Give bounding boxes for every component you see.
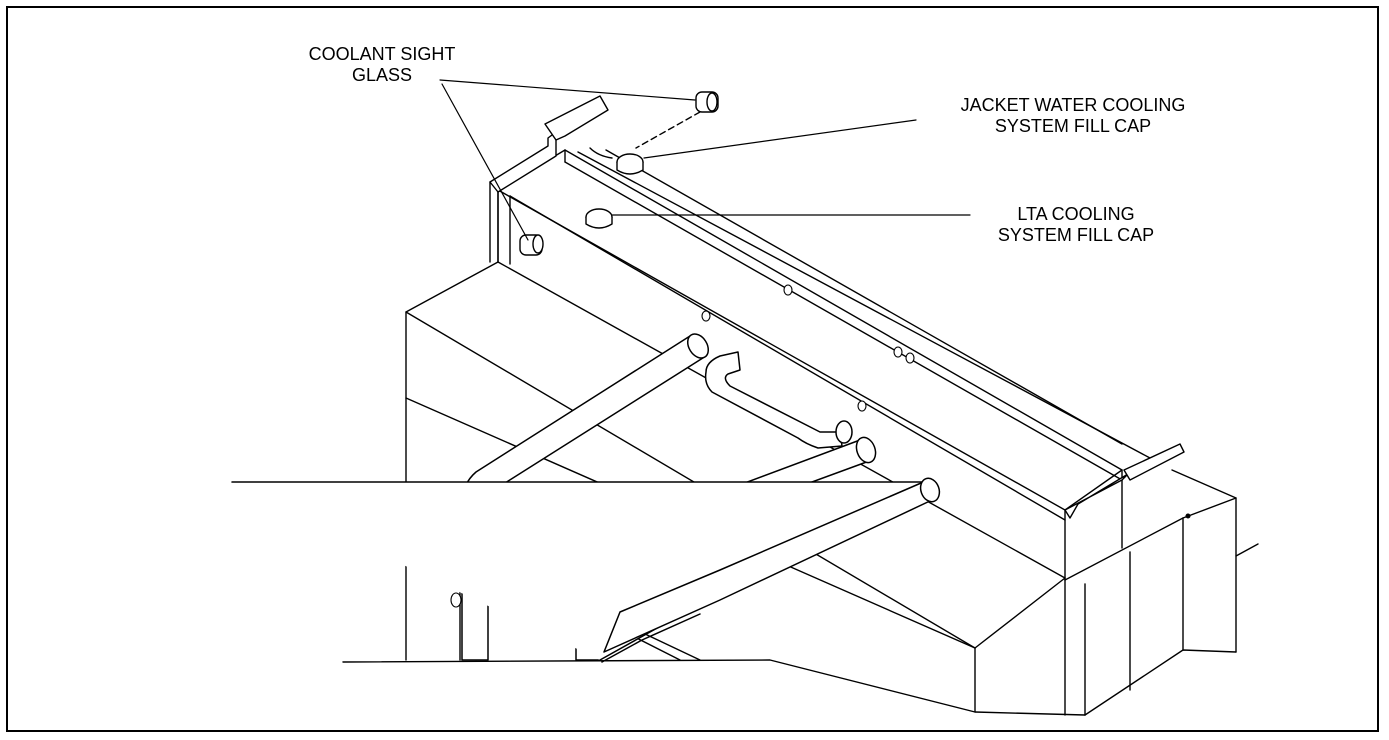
callout-jacket-water-fill-cap: JACKET WATER COOLING SYSTEM FILL CAP [910,95,1236,137]
callout-line: LTA COOLING [1017,204,1135,224]
side-shroud [1065,470,1258,715]
callout-coolant-sight-glass: COOLANT SIGHT GLASS [278,44,486,86]
callout-line: COOLANT SIGHT [308,44,456,64]
ground-line [343,660,1085,715]
bolts [451,285,1190,607]
callout-line: SYSTEM FILL CAP [997,225,1155,245]
mounting-flanges [490,96,1184,518]
leader-lines [440,80,970,240]
lta-fill-cap [586,209,612,228]
coolant-sight-glass [520,235,543,255]
callout-line: GLASS [351,65,413,85]
sight-glass-exploded [636,92,718,148]
callout-line: JACKET WATER COOLING [960,95,1186,115]
coolant-pipe-2 [706,352,852,448]
coolant-pipe-4 [232,476,943,662]
callout-lta-fill-cap: LTA COOLING SYSTEM FILL CAP [966,204,1186,246]
callout-line: SYSTEM FILL CAP [994,116,1152,136]
jacket-water-fill-cap [590,148,643,174]
